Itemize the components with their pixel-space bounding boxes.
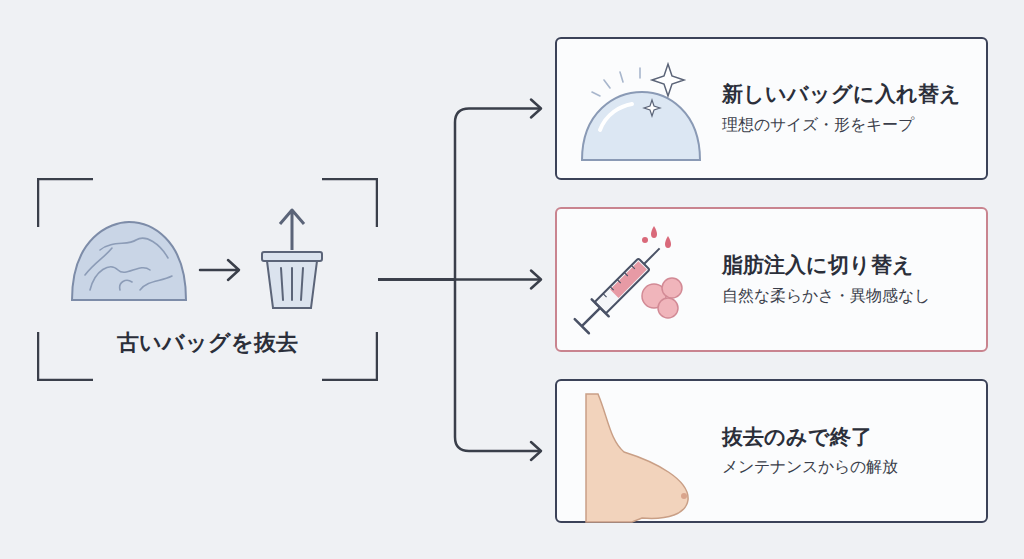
option-description: 理想のサイズ・形をキープ [722, 115, 978, 136]
bracket-group: 古いバッグを抜去 [37, 178, 378, 381]
branch-arrow [378, 100, 541, 280]
option-box: 脂肪注入に切り替え自然な柔らかさ・異物感なし [555, 207, 988, 352]
option-box: 抜去のみで終了メンテナンスからの解放 [555, 379, 988, 523]
small-arrow [200, 260, 239, 280]
old-implant-icon [72, 222, 186, 300]
option-description: メンテナンスからの解放 [722, 457, 978, 478]
body-silhouette-icon [586, 394, 688, 522]
new-implant-icon [582, 64, 700, 160]
branch-arrow [378, 280, 541, 461]
option-title: 抜去のみで終了 [722, 424, 978, 451]
option-title: 新しいバッグに入れ替え [722, 81, 978, 108]
option-box: 新しいバッグに入れ替え理想のサイズ・形をキープ [555, 37, 988, 180]
option-title: 脂肪注入に切り替え [722, 252, 978, 279]
trash-can-icon [262, 210, 322, 308]
option-description: 自然な柔らかさ・異物感なし [722, 286, 978, 307]
branch-arrow [378, 271, 541, 289]
syringe-icon [573, 226, 682, 335]
node-label: 古いバッグを抜去 [37, 328, 378, 358]
